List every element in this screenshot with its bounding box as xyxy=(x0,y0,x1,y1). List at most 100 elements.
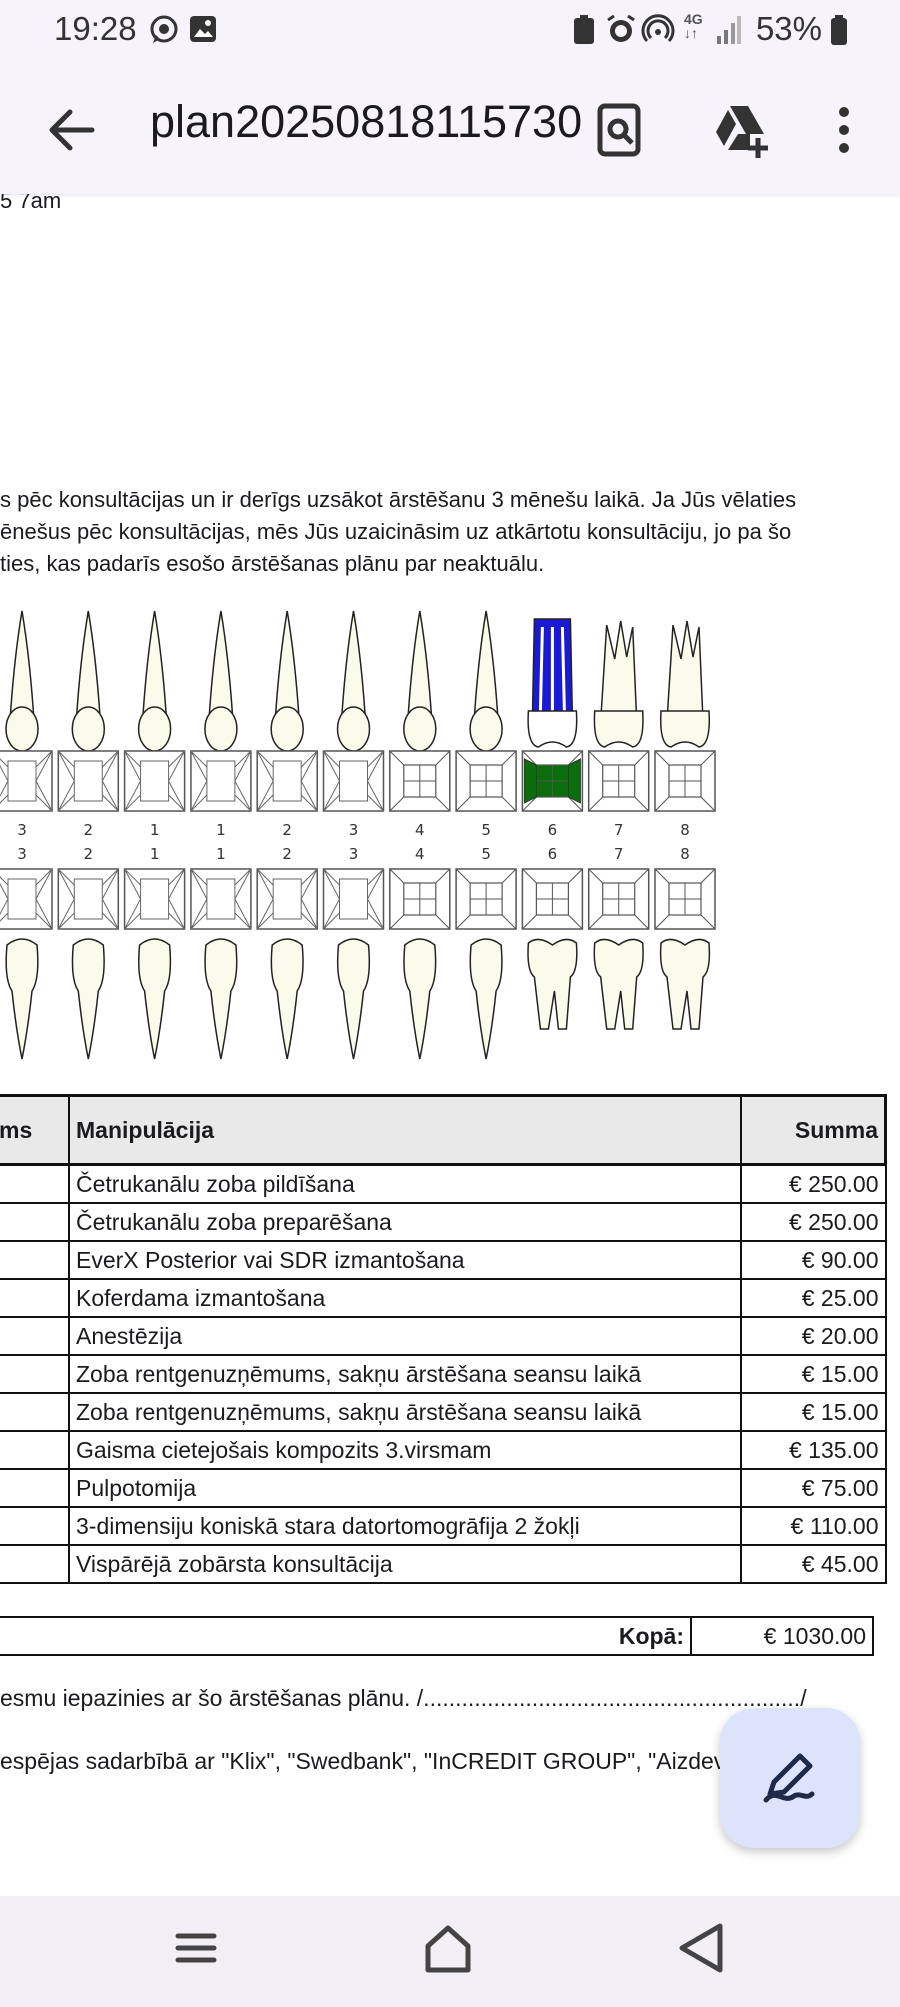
table-row: Četrukanālu zoba preparēšana€ 250.00 xyxy=(0,1202,887,1242)
lower-surface-lines xyxy=(455,868,517,930)
add-to-drive-button[interactable] xyxy=(708,98,772,162)
table-header-row: ms Manipulācija Summa xyxy=(0,1094,887,1166)
cell-manipulation: Pulpotomija xyxy=(68,1468,742,1508)
lower-molar xyxy=(593,938,644,1030)
table-row: Koferdama izmantošana€ 25.00 xyxy=(0,1278,887,1318)
lower-tooth-number: 5 xyxy=(481,845,491,863)
whatsapp-icon xyxy=(148,14,180,51)
cell-empty xyxy=(0,1163,70,1204)
edit-fab-button[interactable] xyxy=(720,1708,860,1848)
financing-line: espējas sadarbībā ar "Klix", "Swedbank",… xyxy=(0,1748,769,1774)
cell-sum: € 110.00 xyxy=(740,1506,887,1546)
recents-icon xyxy=(175,1933,217,1963)
battery-icon xyxy=(830,14,848,51)
upper-surface-lines xyxy=(522,750,583,812)
cell-sum: € 90.00 xyxy=(740,1240,887,1280)
upper-tooth-crown xyxy=(71,706,106,752)
upper-tooth-crown xyxy=(593,710,644,748)
cell-manipulation: 3-dimensiju koniskā stara datortomogrāfi… xyxy=(68,1506,742,1546)
lower-tooth xyxy=(469,938,503,1060)
lower-incisal-surface xyxy=(7,878,37,920)
upper-tooth-crown xyxy=(5,706,39,752)
upper-tooth-crown xyxy=(527,710,578,748)
edit-pen-icon xyxy=(763,1753,815,1803)
cell-empty xyxy=(0,1506,70,1546)
system-navigation-bar xyxy=(0,1896,900,2007)
pdf-document-view[interactable]: 5 7am s pēc konsultācijas un ir derīgs u… xyxy=(0,188,900,1896)
more-options-button[interactable] xyxy=(812,98,876,162)
lower-incisal-surface xyxy=(339,878,368,920)
gallery-icon xyxy=(188,14,218,49)
cell-manipulation: Gaisma cietejošais kompozits 3.virsmam xyxy=(68,1430,742,1470)
lower-tooth-number: 2 xyxy=(282,845,292,863)
cell-empty xyxy=(0,1392,70,1432)
lower-tooth-number: 3 xyxy=(17,845,27,863)
upper-tooth-root xyxy=(75,610,102,722)
find-in-document-button[interactable] xyxy=(588,98,652,162)
upper-incisal-surface xyxy=(7,760,37,802)
nav-back-button[interactable] xyxy=(674,1920,730,1981)
lower-tooth-number: 2 xyxy=(84,845,94,863)
lower-tooth-number: 3 xyxy=(349,845,359,863)
cell-empty xyxy=(0,1544,70,1584)
cell-empty xyxy=(0,1316,70,1356)
cell-manipulation: Četrukanālu zoba preparēšana xyxy=(68,1202,742,1242)
cell-sum: € 15.00 xyxy=(740,1392,887,1432)
lower-tooth xyxy=(270,938,304,1060)
table-row: Gaisma cietejošais kompozits 3.virsmam€ … xyxy=(0,1430,887,1470)
upper-tooth-root xyxy=(141,610,168,722)
table-row: Zoba rentgenuzņēmums, sakņu ārstēšana se… xyxy=(0,1354,887,1394)
table-row: Četrukanālu zoba pildīšana€ 250.00 xyxy=(0,1163,887,1204)
back-button[interactable] xyxy=(40,100,100,160)
lower-tooth-number: 8 xyxy=(680,845,690,863)
cell-empty xyxy=(0,1468,70,1508)
upper-tooth-crown xyxy=(469,706,503,752)
recents-button[interactable] xyxy=(172,1924,220,1977)
network-4g-icon: 4G↓↑ xyxy=(684,11,703,41)
battery-percent: 53% xyxy=(755,10,822,47)
upper-tooth-root xyxy=(473,610,499,722)
lower-surface-lines xyxy=(389,868,451,930)
find-in-document-icon xyxy=(597,103,641,157)
total-label: Kopā: xyxy=(0,1616,692,1656)
nav-back-icon xyxy=(679,1923,723,1973)
cell-empty xyxy=(0,1278,70,1318)
upper-tooth-number: 3 xyxy=(17,821,27,839)
cell-sum: € 20.00 xyxy=(740,1316,887,1356)
cell-manipulation: Vispārējā zobārsta konsultācija xyxy=(68,1544,742,1584)
upper-tooth-root xyxy=(208,610,234,722)
upper-tooth-crown xyxy=(204,706,238,752)
more-vert-icon xyxy=(839,107,849,153)
table-row: Vispārējā zobārsta konsultācija€ 45.00 xyxy=(0,1544,887,1584)
cell-sum: € 75.00 xyxy=(740,1468,887,1508)
paragraph-line: s pēc konsultācijas un ir derīgs uzsākot… xyxy=(0,487,797,512)
total-row: Kopā: € 1030.00 xyxy=(0,1616,874,1656)
cell-sum: € 250.00 xyxy=(740,1202,887,1242)
upper-tooth-root xyxy=(599,620,638,722)
cell-manipulation: Koferdama izmantošana xyxy=(68,1278,742,1318)
upper-surface-lines xyxy=(654,750,716,812)
upper-tooth-number: 3 xyxy=(349,821,359,839)
upper-tooth-number: 1 xyxy=(150,821,160,839)
cell-empty xyxy=(0,1430,70,1470)
lower-tooth xyxy=(204,938,238,1060)
cell-manipulation: Četrukanālu zoba pildīšana xyxy=(68,1163,742,1204)
lower-tooth-number: 6 xyxy=(548,845,558,863)
col-header-manipulation: Manipulācija xyxy=(68,1094,742,1166)
lower-tooth-number: 7 xyxy=(614,845,624,863)
cell-sum: € 15.00 xyxy=(740,1354,887,1394)
lower-tooth xyxy=(71,938,105,1060)
upper-tooth-root xyxy=(666,620,704,722)
upper-tooth-number: 8 xyxy=(680,821,690,839)
home-button[interactable] xyxy=(420,1920,476,1981)
table-row: Zoba rentgenuzņēmums, sakņu ārstēšana se… xyxy=(0,1392,887,1432)
table-row: Anestēzija€ 20.00 xyxy=(0,1316,887,1356)
lower-surface-lines xyxy=(522,868,583,930)
upper-filling-highlight xyxy=(523,758,581,804)
cell-manipulation: Zoba rentgenuzņēmums, sakņu ārstēšana se… xyxy=(68,1354,742,1394)
lower-molar xyxy=(659,938,711,1030)
lower-tooth-number: 1 xyxy=(150,845,160,863)
table-row: Pulpotomija€ 75.00 xyxy=(0,1468,887,1508)
cell-empty xyxy=(0,1354,70,1394)
col-header-sum: Summa xyxy=(740,1094,887,1166)
